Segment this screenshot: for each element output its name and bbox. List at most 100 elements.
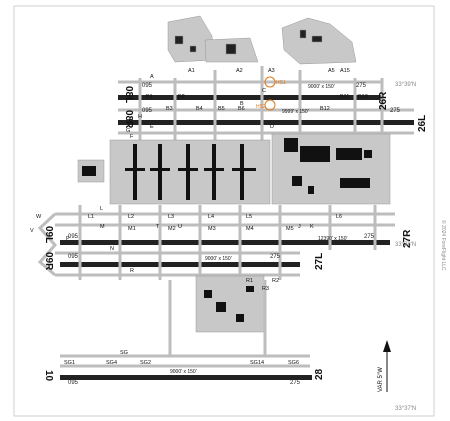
heading-275-b: 275 <box>390 108 401 114</box>
taxiway-K: K <box>310 224 314 230</box>
taxiway-L3: L3 <box>168 214 174 220</box>
runway-08R-label: 08R <box>123 110 134 129</box>
runway-26R-label: 26R <box>378 91 389 110</box>
taxiway-SG: SG <box>120 350 128 356</box>
heading-095-c: 095 <box>68 234 79 240</box>
taxiway-F: F <box>130 134 134 140</box>
runway-10-label: 10 <box>43 370 54 382</box>
taxiway-G: G <box>126 128 130 134</box>
taxiway-D: D <box>270 124 274 130</box>
taxiway-SG14: SG14 <box>250 360 264 366</box>
dimension-27L: 9000' x 150' <box>205 256 232 262</box>
runway-26L-label: 26L <box>417 115 428 132</box>
taxiway-M: M <box>100 224 105 230</box>
taxiway-B: B <box>240 101 244 107</box>
copyright-label: © 2024 ForeFlight LLC <box>440 220 447 271</box>
south-taxiways <box>37 205 395 280</box>
taxiway-B1: B1 <box>146 94 153 100</box>
hot-spot-2-marker <box>264 99 276 111</box>
taxiway-V: V <box>30 228 34 234</box>
taxiway-A1: A1 <box>188 68 195 74</box>
taxiway-A3: A3 <box>268 68 275 74</box>
taxiway-labels: A A1 A2 A3 A5 A15 B B1 B2 B3 B4 B5 B6 B1… <box>30 68 368 366</box>
taxiway-L5: L5 <box>246 214 252 220</box>
taxiway-E: E <box>150 124 154 130</box>
taxiway-T: T <box>156 224 160 230</box>
taxiway-U: U <box>178 224 182 230</box>
heading-095-b: 095 <box>142 108 153 114</box>
taxiway-R3: R3 <box>262 286 269 292</box>
south-connector-taxiways <box>60 280 310 368</box>
runway-08R-26L <box>118 120 414 125</box>
heading-275-d: 275 <box>270 254 281 260</box>
taxiway-L1: L1 <box>88 214 94 220</box>
taxiway-B13: B13 <box>358 94 368 100</box>
taxiway-R2: R2 <box>272 278 279 284</box>
taxiway-R: R <box>130 268 134 274</box>
taxiway-L4: L4 <box>208 214 214 220</box>
heading-275-e: 275 <box>290 380 301 386</box>
runway-09R-label: 09R <box>43 252 54 271</box>
taxiway-M4: M4 <box>246 226 254 232</box>
taxiway-R1: R1 <box>246 278 253 284</box>
latitude-33-37: 33°37'N <box>395 406 416 412</box>
hot-spot-1-marker <box>264 76 276 88</box>
heading-275-c: 275 <box>364 234 375 240</box>
runway-27L-label: 27L <box>314 253 325 270</box>
taxiway-A5: A5 <box>328 68 335 74</box>
north-arrow: VAR 5°W <box>378 340 391 392</box>
taxiway-J: J <box>298 224 301 230</box>
taxiway-B11: B11 <box>340 94 349 100</box>
dimension-28: 9000' x 150' <box>170 369 197 375</box>
taxiway-L2: L2 <box>128 214 134 220</box>
taxiway-M3: M3 <box>208 226 216 232</box>
runway-09L-27R <box>60 240 390 245</box>
runway-10-28 <box>60 375 312 380</box>
north-cargo-area <box>167 15 357 65</box>
terminal-complex <box>77 139 271 205</box>
heading-095-a: 095 <box>142 83 153 89</box>
taxiway-B3: B3 <box>166 106 173 112</box>
runway-28-label: 28 <box>314 368 325 380</box>
taxiway-SG1: SG1 <box>64 360 75 366</box>
taxiway-B12: B12 <box>320 106 330 112</box>
taxiway-M2: M2 <box>168 226 176 232</box>
runway-09R-27L <box>60 262 300 267</box>
taxiway-B5: B5 <box>218 106 225 112</box>
hot-spot-2-label: HS2 <box>256 104 266 110</box>
runway-27R-label: 27R <box>402 229 413 248</box>
taxiway-L: L <box>100 206 103 212</box>
runway-08L-26R <box>118 95 382 100</box>
north-taxiways <box>118 66 414 140</box>
taxiway-B6: B6 <box>238 106 245 112</box>
taxiway-P: P <box>66 236 70 242</box>
taxiway-B4: B4 <box>196 106 203 112</box>
taxiway-SG4: SG4 <box>106 360 117 366</box>
heading-095-d: 095 <box>68 254 79 260</box>
taxiway-SG2: SG2 <box>140 360 151 366</box>
taxiway-M1: M1 <box>128 226 136 232</box>
magnetic-variation-label: VAR 5°W <box>378 367 384 392</box>
taxiway-A: A <box>150 74 154 80</box>
taxiway-C: C <box>262 88 266 94</box>
runway-09L-label: 09L <box>43 226 54 243</box>
taxiway-H: H <box>138 114 142 120</box>
runway-08L-label: 08L <box>123 86 134 103</box>
map-frame <box>13 5 435 417</box>
taxiway-M5: M5 <box>286 226 294 232</box>
hot-spot-1-label: HS1 <box>276 80 286 86</box>
south-cargo-area <box>195 275 265 333</box>
taxiway-A15: A15 <box>340 68 350 74</box>
heading-095-e: 095 <box>68 380 79 386</box>
taxiway-SG6: SG6 <box>288 360 299 366</box>
taxiway-W: W <box>36 214 42 220</box>
dimension-26R: 9000' x 150' <box>308 84 335 90</box>
taxiway-N: N <box>110 246 114 252</box>
taxiway-A2: A2 <box>236 68 243 74</box>
latitude-33-38: 33°38'N <box>395 242 416 248</box>
taxiway-L6: L6 <box>336 214 342 220</box>
dimension-27R: 12390' x 150' <box>318 236 347 242</box>
heading-275-a: 275 <box>356 83 367 89</box>
east-cargo-area <box>271 133 391 205</box>
